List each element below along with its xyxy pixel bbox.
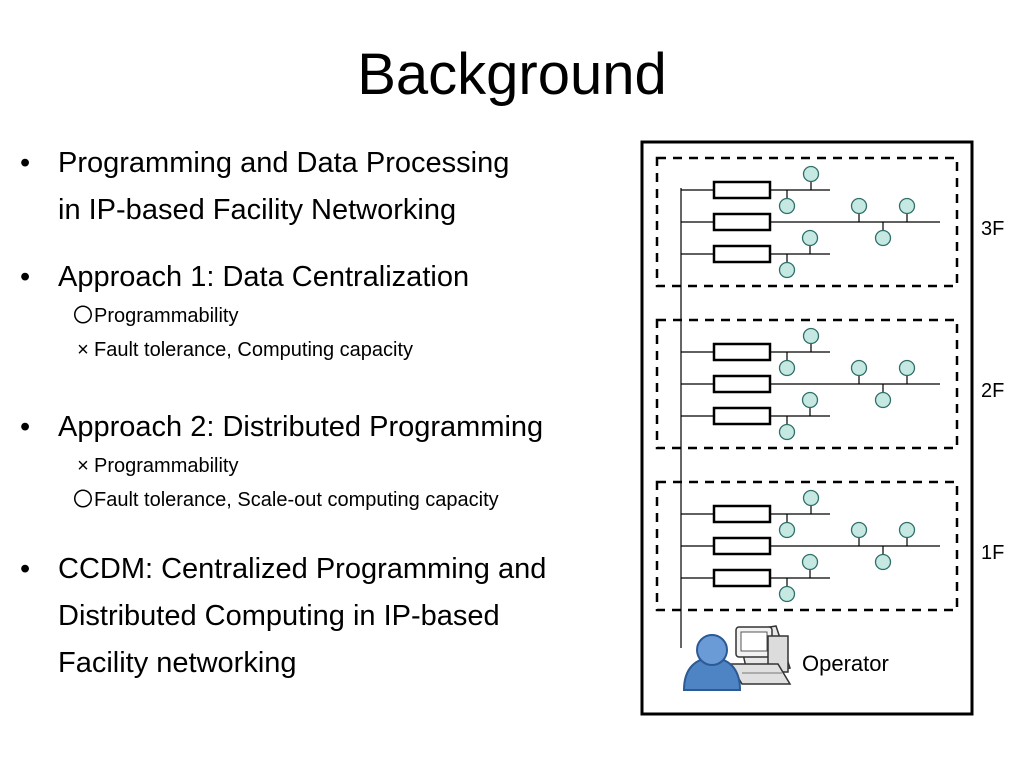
device-box [712, 504, 772, 524]
sensor-node [874, 229, 892, 247]
floor-zone [655, 480, 959, 612]
sub-item-text: Fault tolerance, Computing capacity [94, 339, 414, 361]
bullet-marker: • [20, 553, 31, 585]
sub-item: 〇Fault tolerance, Scale-out computing ca… [72, 486, 499, 514]
bullet-line: Approach 1: Data Centralization [58, 261, 470, 293]
device-box [712, 374, 772, 394]
floor-zone [655, 156, 959, 288]
cross-mark-icon: × [77, 455, 89, 477]
bullet-line: Programming and Data Processing [58, 147, 510, 179]
bullet-marker: • [20, 261, 31, 293]
device-box [712, 536, 772, 556]
bullet-line: in IP-based Facility Networking [58, 194, 457, 226]
sensor-node [801, 553, 819, 571]
sensor-node [802, 327, 820, 345]
bullet-line: CCDM: Centralized Programming and [58, 553, 547, 585]
floor-label: 2F [981, 380, 1004, 402]
sub-item: ×Fault tolerance, Computing capacity [72, 336, 413, 364]
sub-item: 〇Programmability [72, 302, 238, 330]
floor-label: 3F [981, 218, 1004, 240]
sensor-node [801, 229, 819, 247]
device-box [712, 406, 772, 426]
bullet-marker: • [20, 411, 31, 443]
sensor-node [778, 261, 796, 279]
circle-mark-icon: 〇 [73, 489, 93, 511]
sensor-node [898, 521, 916, 539]
sensor-node [801, 391, 819, 409]
bullet-line: Distributed Computing in IP-based [58, 600, 500, 632]
sensor-node [778, 359, 796, 377]
operator-label: Operator [802, 651, 889, 676]
operator-computer-icon [728, 625, 792, 685]
sub-item-text: Fault tolerance, Scale-out computing cap… [94, 489, 499, 511]
device-box [712, 244, 772, 264]
circle-mark-icon: 〇 [73, 305, 93, 327]
device-box [712, 180, 772, 200]
diagram-frame [640, 140, 974, 716]
device-box [712, 342, 772, 362]
device-box [712, 212, 772, 232]
sensor-node [850, 197, 868, 215]
sub-item-text: Programmability [94, 305, 239, 327]
sub-item: ×Programmability [72, 452, 238, 480]
sensor-node [778, 585, 796, 603]
sensor-node [874, 553, 892, 571]
operator-person-icon [682, 634, 742, 691]
sensor-node [778, 521, 796, 539]
sub-item-text: Programmability [94, 455, 239, 477]
floor-label: 1F [981, 542, 1004, 564]
bullet-marker: • [20, 147, 31, 179]
sensor-node [898, 197, 916, 215]
device-box [712, 568, 772, 588]
sensor-node [850, 359, 868, 377]
slide-title: Background [357, 42, 667, 107]
bullet-line: Approach 2: Distributed Programming [58, 411, 544, 443]
cross-mark-icon: × [77, 339, 89, 361]
floor-zone [655, 318, 959, 450]
sensor-node [778, 423, 796, 441]
sensor-node [850, 521, 868, 539]
sensor-node [778, 197, 796, 215]
sensor-node [898, 359, 916, 377]
sensor-node [802, 165, 820, 183]
sensor-node [802, 489, 820, 507]
sensor-node [874, 391, 892, 409]
bullet-line: Facility networking [58, 647, 297, 679]
